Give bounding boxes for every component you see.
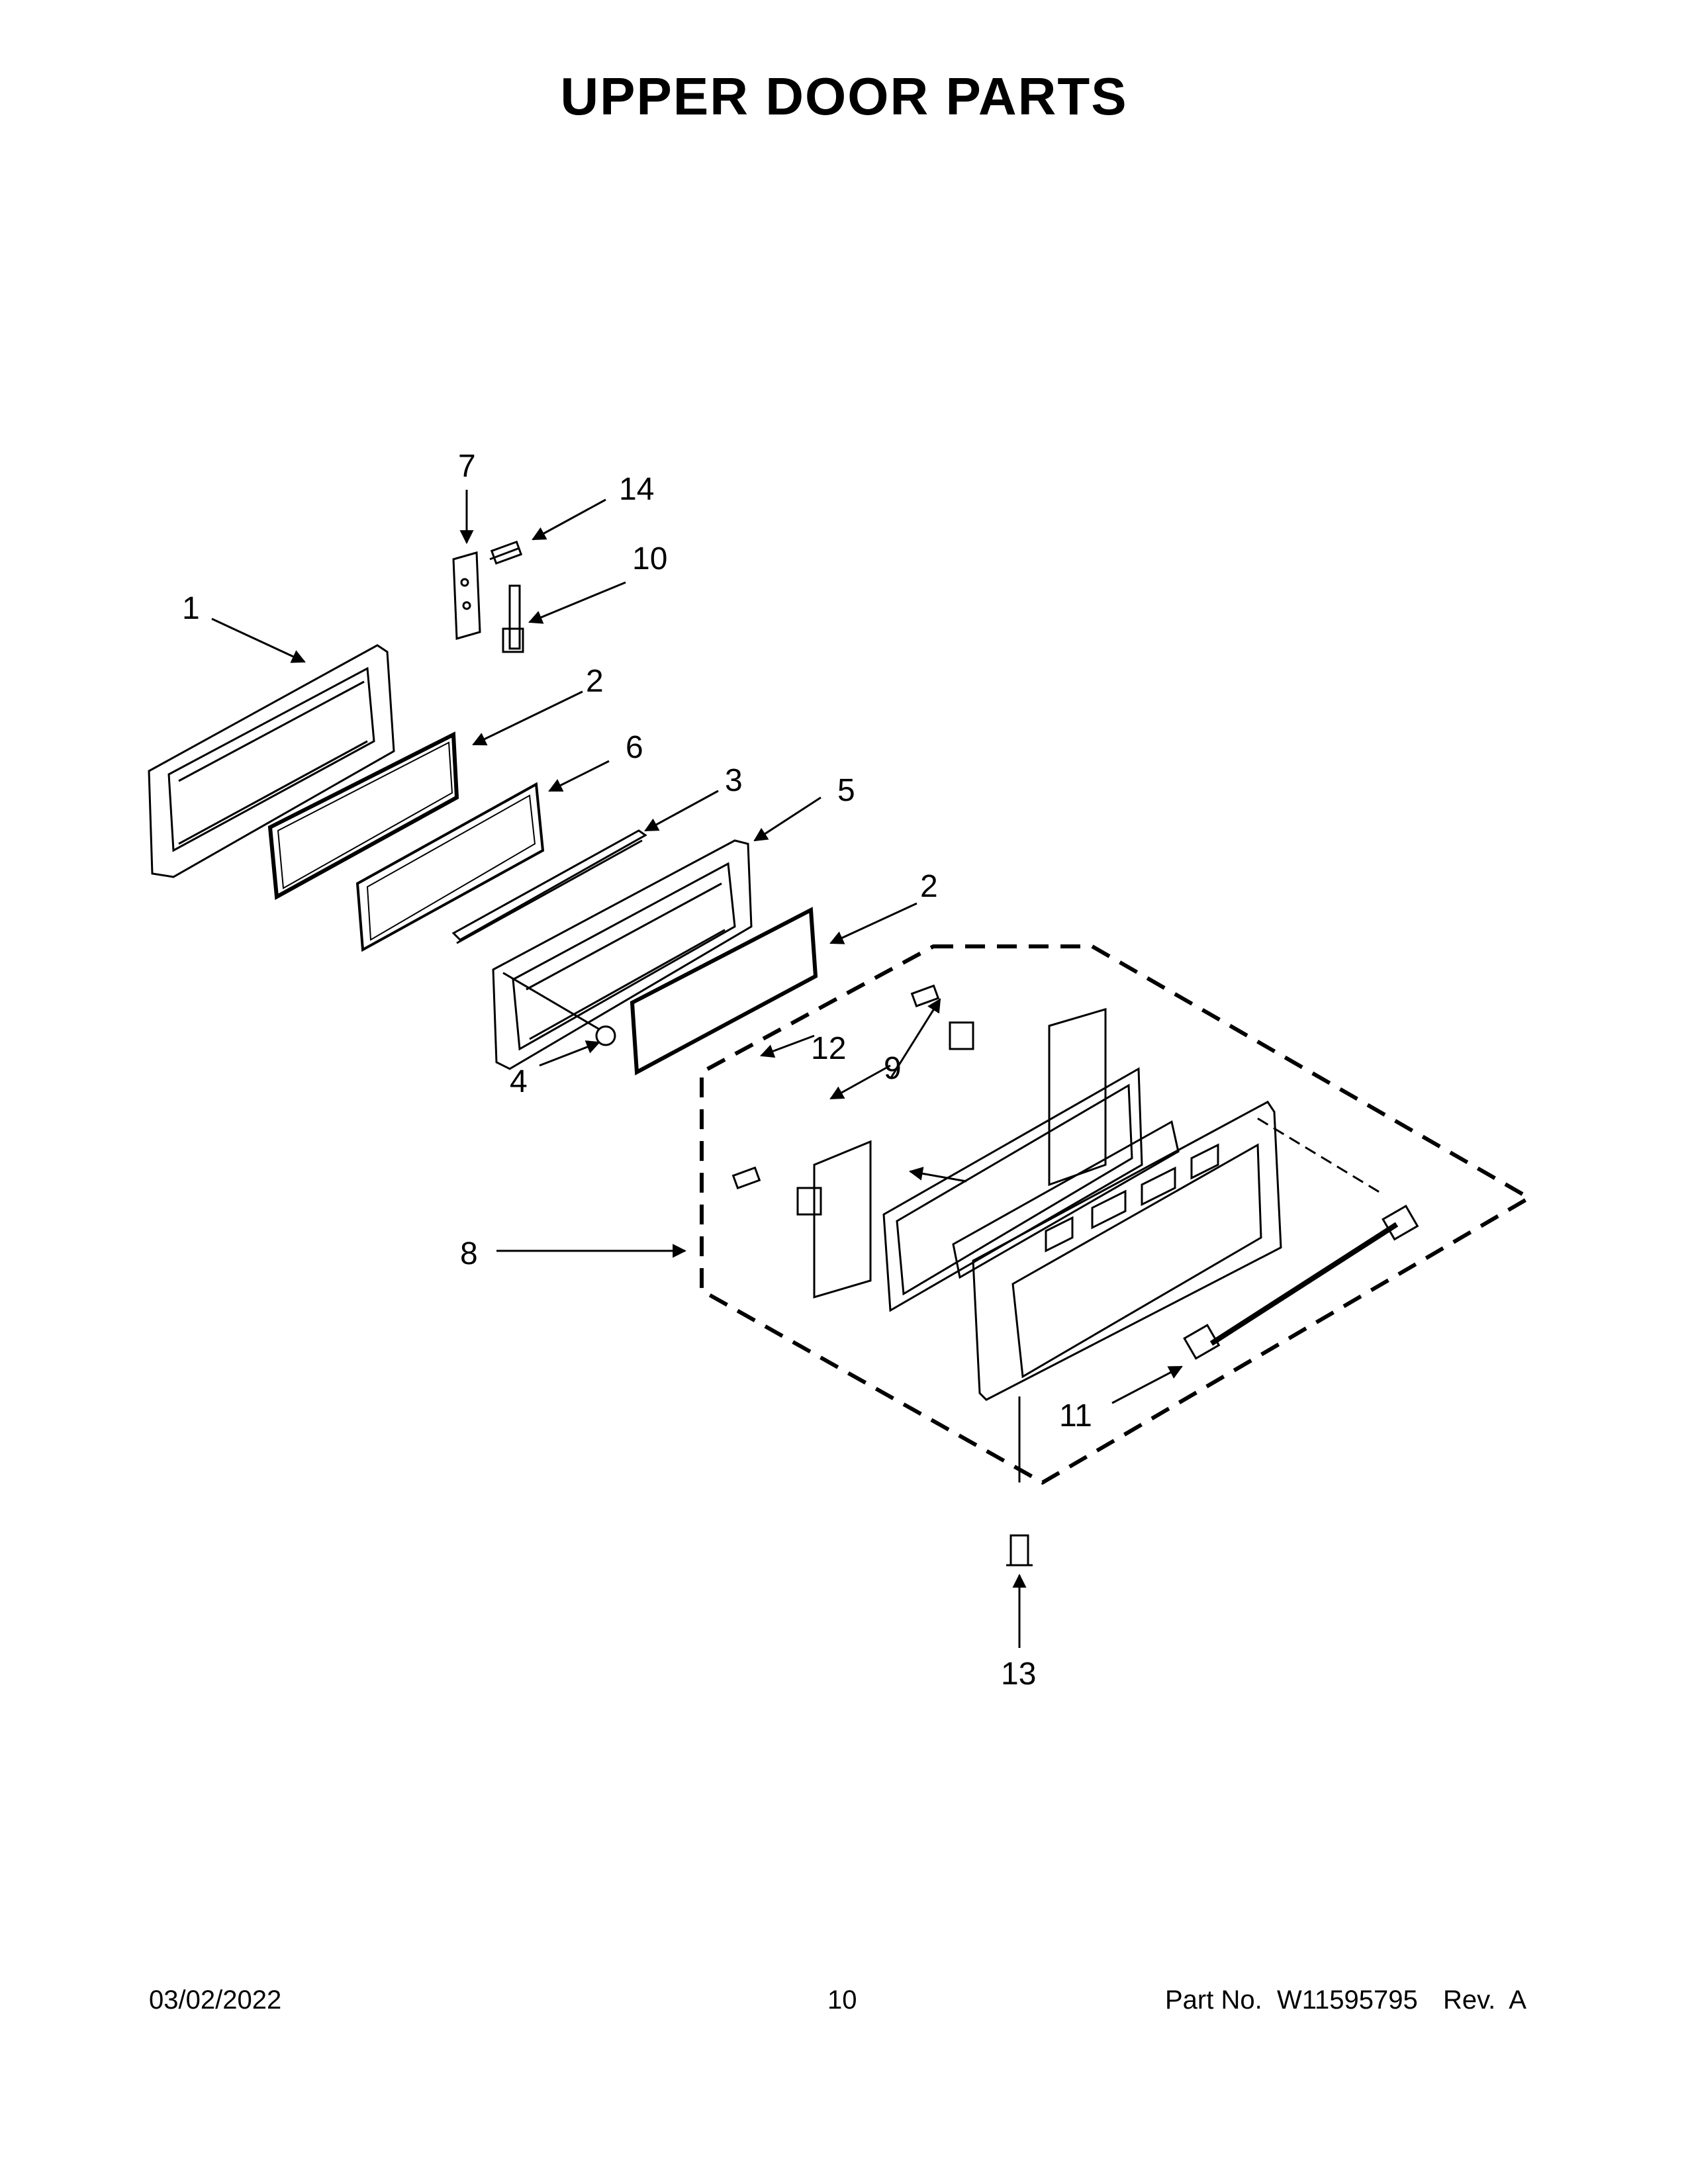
part-10-hinge	[502, 584, 524, 653]
callout-2-upper: 2	[586, 664, 604, 699]
callout-4: 4	[510, 1064, 528, 1099]
part-2-glass-gasket-upper	[267, 731, 459, 900]
callout-8: 8	[460, 1236, 478, 1271]
part-5-door-frame	[492, 839, 753, 1070]
leader-lines	[211, 490, 1183, 1648]
callout-13: 13	[1001, 1657, 1036, 1692]
part-8-outer-door-assembly	[731, 984, 1419, 1401]
callout-12: 12	[811, 1031, 846, 1066]
part-1-inner-door-liner	[148, 644, 395, 878]
callout-14: 14	[619, 472, 654, 507]
part-2-glass-gasket-lower	[630, 907, 818, 1075]
callout-3: 3	[725, 763, 743, 798]
callout-10: 10	[632, 541, 667, 576]
part-13-screw	[1006, 1396, 1033, 1567]
footer-revision: Rev. A	[1443, 1985, 1526, 2015]
page-title: UPPER DOOR PARTS	[560, 67, 1128, 126]
part-14-screw	[489, 540, 523, 565]
part-7-hinge-bracket	[452, 551, 481, 640]
callout-2-lower: 2	[920, 869, 938, 904]
callout-1: 1	[182, 591, 200, 626]
part-3-glass-retainer	[451, 829, 647, 944]
callout-9: 9	[884, 1051, 902, 1086]
callout-5: 5	[837, 773, 855, 808]
callout-7: 7	[458, 449, 476, 484]
footer-page-number: 10	[827, 1985, 857, 2015]
callout-6: 6	[626, 730, 643, 765]
footer-part-number: Part No. W11595795	[1165, 1985, 1418, 2015]
callout-11: 11	[1059, 1398, 1092, 1433]
part-6-inner-glass	[355, 782, 545, 952]
part-8-assembly-boundary	[700, 944, 1533, 1485]
footer-date: 03/02/2022	[149, 1985, 282, 2015]
part-4-screw	[502, 972, 616, 1046]
